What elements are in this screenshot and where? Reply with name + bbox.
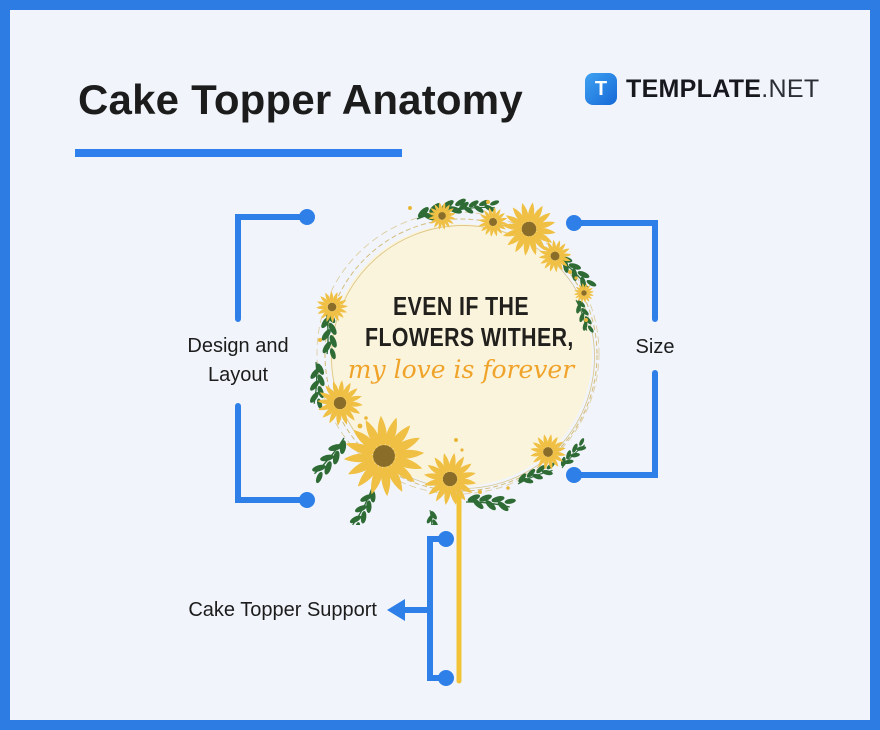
sunflower-icon [414,443,487,516]
design-layout-label-line1: Design and [187,335,289,357]
design-layout-label: Design and Layout [138,332,338,390]
template-net-logo: T TEMPLATE.NET [585,73,819,105]
sunflower-icon [499,199,560,260]
support-bracket [399,536,446,681]
brand-wordmark: TEMPLATE.NET [626,75,819,104]
template-net-logo-icon: T [585,73,617,105]
support-arrow-icon [387,599,405,621]
title-underline [75,149,402,157]
design-layout-label-line2: Layout [207,364,269,386]
size-label: Size [635,336,675,358]
quote-line-3: my love is forever [347,355,575,384]
sunflower-icon [527,431,569,473]
topper-quote: EVEN IF THE FLOWERS WITHER, my love is f… [344,291,578,384]
sunflower-icon [532,233,578,279]
sunflower-icon [473,202,514,243]
quote-line-1: EVEN IF THE [392,291,529,321]
brand-name: TEMPLATE [626,74,762,103]
sunflower-icon [333,405,435,507]
page-title: Cake Topper Anatomy [78,76,523,123]
support-label: Cake Topper Support [188,599,377,621]
brand-suffix: .NET [761,74,820,103]
quote-line-2: FLOWERS WITHER, [365,322,574,352]
sunflower-icon [425,199,458,232]
